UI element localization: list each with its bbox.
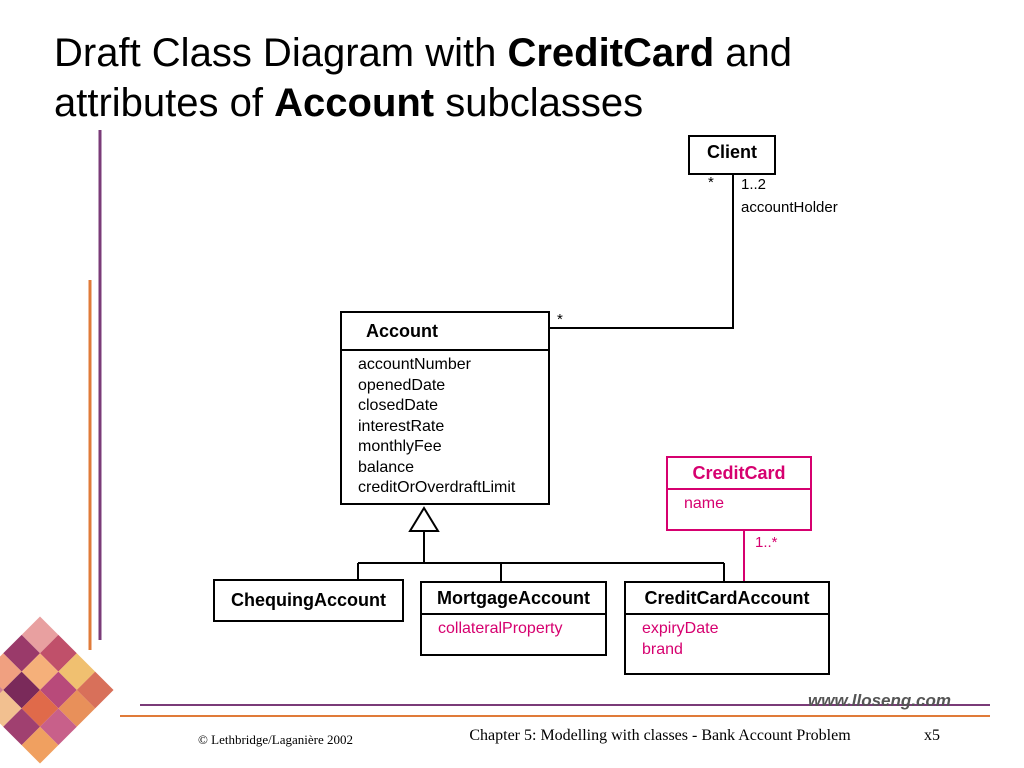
footer-slide-number: x5 [924,727,940,744]
class-chequing-account: ChequingAccount [213,579,404,622]
class-account: Account accountNumber openedDate closedD… [340,311,550,505]
class-name: CreditCardAccount [644,588,810,608]
attribute: closedDate [358,397,439,414]
footer-chapter: Chapter 5: Modelling with classes - Bank… [469,727,851,744]
multiplicity-creditcard: 1..* [755,534,778,551]
class-name: ChequingAccount [231,590,386,610]
attribute: monthlyFee [358,438,442,455]
multiplicity-account-holder: 1..2 [741,176,767,193]
attribute: brand [642,640,683,658]
attribute: interestRate [358,417,445,435]
slide-title: Draft Class Diagram with CreditCard and a… [54,28,792,128]
multiplicity-account-end: * [557,311,563,328]
class-creditcard-account: CreditCardAccount expiryDate brand [624,581,830,675]
attribute-list: accountNumber openedDate closedDate inte… [342,349,548,503]
title-bold-creditcard: CreditCard [507,31,715,75]
class-client: Client [688,135,776,175]
title-bold-account: Account [274,81,435,125]
class-name: MortgageAccount [437,588,590,608]
class-name: Account [366,321,438,341]
footer-copyright: © Lethbridge/Laganière 2002 [198,732,353,747]
attribute: expiryDate [642,620,719,637]
attribute: openedDate [358,376,446,394]
attribute-list: expiryDate brand [626,613,828,664]
generalization-triangle [408,506,440,532]
attribute: collateralProperty [438,620,563,637]
title-text: attributes of [54,81,275,125]
title-text: Draft Class Diagram with [54,31,508,75]
attribute: creditOrOverdraftLimit [358,479,516,496]
attribute: balance [358,458,415,476]
attribute: name [684,495,725,512]
title-text: and [714,31,792,75]
class-mortgage-account: MortgageAccount collateralProperty [420,581,607,656]
class-name: Client [706,142,757,162]
role-account-holder: accountHolder [741,199,838,216]
multiplicity-client-end: * [708,174,714,191]
class-creditcard: CreditCard name [666,456,812,531]
association-client-account [549,174,734,329]
attribute-list: collateralProperty [422,613,605,644]
website-logo: www.lloseng.com [808,691,951,710]
title-text: subclasses [434,81,644,125]
class-name: CreditCard [692,463,786,483]
attribute-list: name [668,488,810,519]
decor-mosaic [0,616,114,764]
attribute: accountNumber [358,356,471,373]
